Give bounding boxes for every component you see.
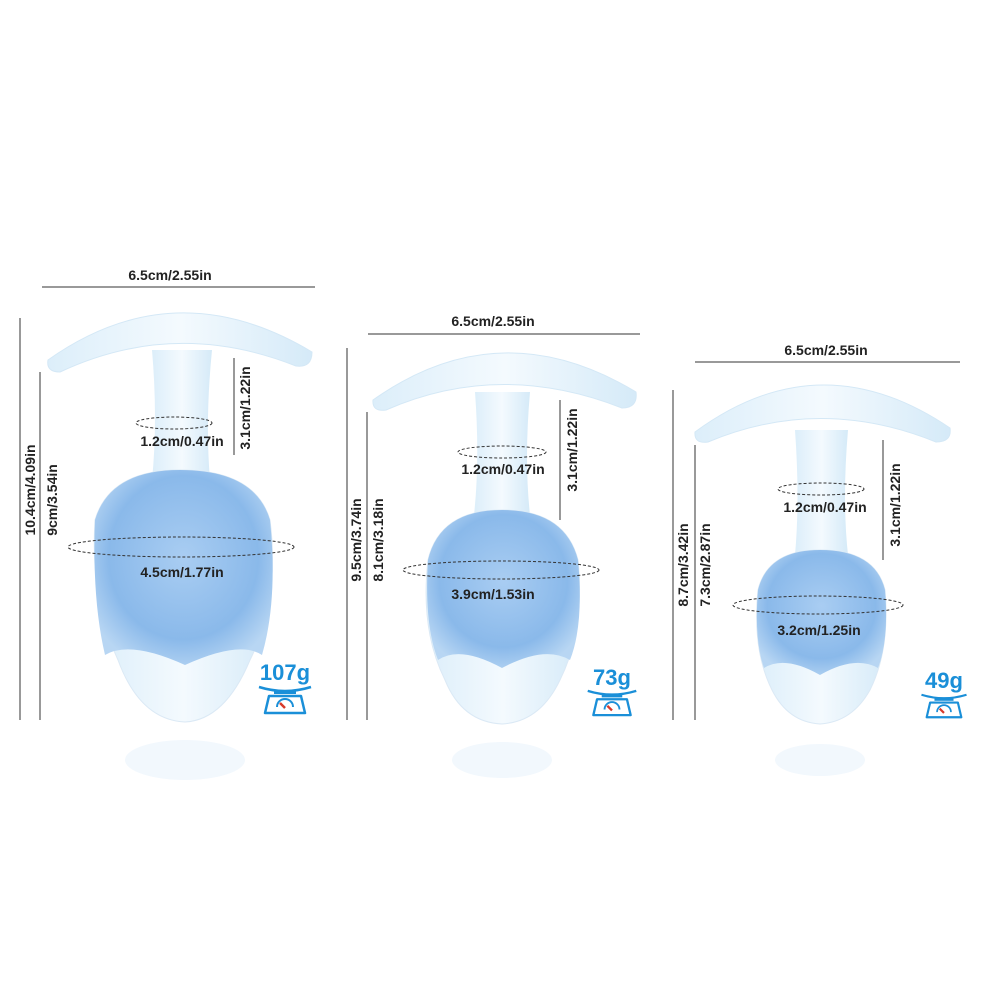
insertable-length-label: 7.3cm/2.87in <box>697 523 713 607</box>
product-large <box>47 312 313 780</box>
neck-length-label: 3.1cm/1.22in <box>237 366 253 450</box>
weight-label: 73g <box>593 665 631 690</box>
dimension-lines <box>19 286 960 720</box>
scale-icon <box>258 685 312 715</box>
width-label: 6.5cm/2.55in <box>128 267 212 283</box>
neck-length-label: 3.1cm/1.22in <box>564 408 580 492</box>
neck-diameter-label: 1.2cm/0.47in <box>461 461 545 477</box>
weight-label: 107g <box>259 660 311 685</box>
scale-icon <box>921 693 967 719</box>
bulb-diameter-label: 4.5cm/1.77in <box>140 564 224 580</box>
insertable-length-label: 9cm/3.54in <box>44 464 60 536</box>
neck-length-label: 3.1cm/1.22in <box>887 463 903 547</box>
weight-label: 49g <box>925 668 963 693</box>
total-length-label: 10.4cm/4.09in <box>22 444 38 536</box>
product-medium <box>372 352 637 778</box>
neck-diameter-label: 1.2cm/0.47in <box>783 499 867 515</box>
total-length-label: 9.5cm/3.74in <box>348 498 364 582</box>
width-label: 6.5cm/2.55in <box>784 342 868 358</box>
product-small <box>694 384 951 776</box>
scale-icon <box>587 689 637 717</box>
total-length-label: 8.7cm/3.42in <box>675 523 691 607</box>
neck-diameter-label: 1.2cm/0.47in <box>140 433 224 449</box>
width-label: 6.5cm/2.55in <box>451 313 535 329</box>
bulb-diameter-label: 3.2cm/1.25in <box>777 622 861 638</box>
insertable-length-label: 8.1cm/3.18in <box>370 498 386 582</box>
bulb-diameter-label: 3.9cm/1.53in <box>451 586 535 602</box>
